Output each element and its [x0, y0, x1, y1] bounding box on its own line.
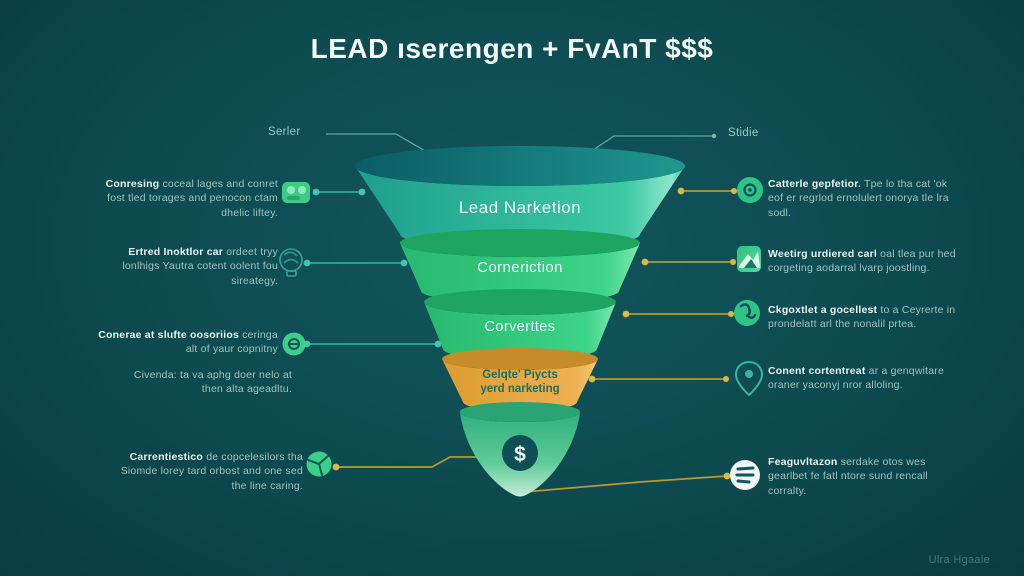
- annotation-right-4-bold: Conent cortentreat: [768, 365, 866, 377]
- top-label-right: Stidie: [728, 127, 759, 139]
- circle-e-icon: [737, 177, 763, 203]
- annotation-left-4: Civenda: ta va aphg doer nelo at then al…: [110, 368, 292, 397]
- funnel-stage-4-label-line1: Gelqte' Piycts: [482, 369, 558, 381]
- annotation-left-4-text: Civenda: ta va aphg doer nelo at then al…: [133, 369, 292, 396]
- annotation-left-5-bold: Carrentiestico: [129, 451, 204, 463]
- connector-left-bottom: [336, 456, 488, 468]
- video-camera-icon: [282, 182, 310, 203]
- image-chart-icon: [737, 246, 761, 272]
- annotation-right-5-bold: Feaguvltazon: [768, 456, 838, 468]
- connector-right-5: [523, 475, 728, 493]
- funnel-stage-4: Gelqte' Piycts yerd narketing: [442, 348, 598, 411]
- annotation-left-1-text: coceal lages and conret fost tled torage…: [107, 178, 278, 219]
- annotation-right-1-bold: Catterle gepfetior.: [768, 178, 862, 190]
- spiral-icon: [282, 332, 306, 356]
- hand-badge-icon: [734, 300, 760, 326]
- top-label-left: Serler: [268, 126, 301, 138]
- annotation-left-2: Ertred Inoktlor car ordeet tryy lonlhigs…: [96, 245, 278, 288]
- funnel-stage-3: Corverttes: [424, 289, 616, 360]
- funnel-stage-4-label-line2: yerd narketing: [480, 383, 559, 395]
- annotation-left-1: Conresing coceal lages and conret fost t…: [96, 177, 278, 220]
- annotation-left-2-bold: Ertred Inoktlor car: [128, 246, 224, 258]
- annotation-right-5: Feaguvltazon serdake otos wes gearlbet f…: [768, 455, 960, 498]
- serler-pointer-line: [326, 133, 428, 153]
- annotation-left-5-text: de copcelesilors tha Siomde lorey tard o…: [120, 451, 303, 492]
- yellow-connector-dots: [332, 187, 737, 480]
- annotation-right-3-text: to a Ceyrerte in prondelatt arl the nona…: [768, 304, 956, 331]
- annotation-left-1-bold: Conresing: [105, 178, 160, 190]
- top-label-connectors: [326, 133, 717, 153]
- annotation-left-3-text: ceringa alt of yaur copnitny: [185, 329, 278, 356]
- annotation-right-5-text: serdake otos wes gearlbet fe fatl ntore …: [768, 456, 928, 497]
- funnel-stage-2-label: Corneriction: [477, 259, 563, 276]
- annotation-right-2-bold: Weetirg urdiered carl: [768, 248, 878, 260]
- annotation-left-3-bold: Conerae at slufte oosoriios: [98, 329, 240, 341]
- funnel-stage-1-label: Lead Narketion: [459, 198, 581, 217]
- annotation-right-2-text: oal tlea pur hed corgeting aodarral lvar…: [768, 248, 956, 275]
- annotation-left-2-text: ordeet tryy lonlhigs Yautra cotent oolen…: [122, 246, 278, 287]
- left-connectors: [303, 188, 442, 348]
- annotation-right-4-text: ar a genqwitare oraner yaconyj nror allo…: [768, 365, 945, 392]
- funnel-stage-5: $: [460, 402, 580, 497]
- corner-credit: Ulra Hgaale: [928, 554, 990, 566]
- funnel-stage-1: Lead Narketion: [355, 146, 685, 250]
- dollar-icon: $: [514, 443, 526, 466]
- yellow-connectors: [332, 187, 737, 493]
- annotation-left-5: Carrentiestico de copcelesilors tha Siom…: [118, 450, 303, 493]
- annotation-right-1: Catterle gepfetior. Tpe lo tha cat 'ok e…: [768, 177, 960, 220]
- list-icon: [730, 460, 760, 490]
- annotation-left-3: Conerae at slufte oosoriios ceringa alt …: [96, 328, 278, 357]
- lightbulb-icon: [279, 248, 303, 277]
- pie-chart-icon: [306, 451, 332, 477]
- annotation-right-2: Weetirg urdiered carl oal tlea pur hed c…: [768, 247, 960, 276]
- page-title: LEAD ıserengen + FvAnT $$$: [310, 33, 714, 64]
- funnel-stage-2: Corneriction: [400, 229, 640, 303]
- stidie-pointer-dot: [711, 133, 717, 139]
- annotation-right-3: Ckgoxtlet a gocellest to a Ceyrerte in p…: [768, 303, 960, 332]
- funnel-stage-3-label: Corverttes: [485, 319, 556, 335]
- stidie-pointer-line: [592, 135, 714, 151]
- dollar-badge: [502, 435, 538, 471]
- annotation-right-1-text: Tpe lo tha cat 'ok eof er regrlod ernolu…: [768, 178, 949, 219]
- annotation-right-3-bold: Ckgoxtlet a gocellest: [768, 304, 878, 316]
- location-pin-icon: [734, 360, 764, 397]
- annotation-right-4: Conent cortentreat ar a genqwitare orane…: [768, 364, 960, 393]
